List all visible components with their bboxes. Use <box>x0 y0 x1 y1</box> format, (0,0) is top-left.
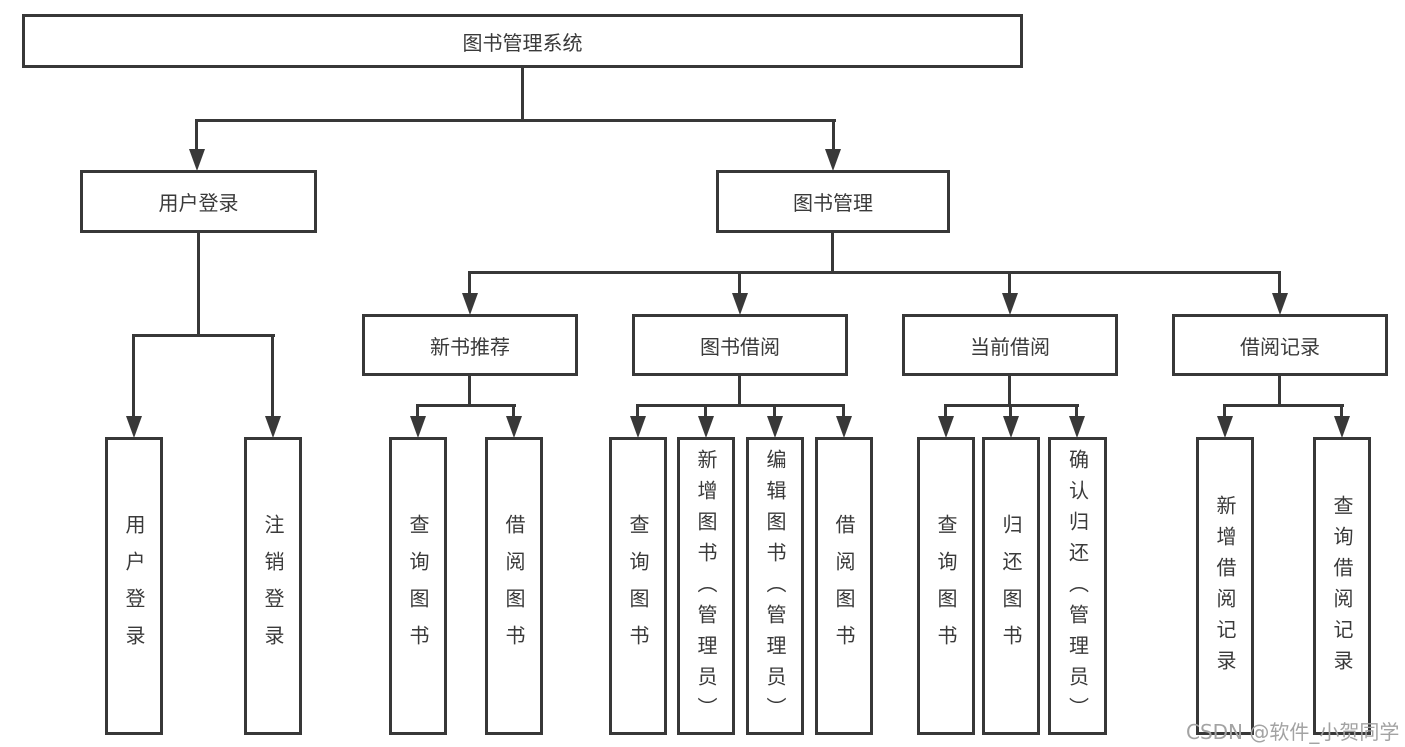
connector-to-leaf-query-book-3 <box>944 404 947 418</box>
arrowhead-leaf-query-book-1 <box>410 416 426 438</box>
leaf-borrow-book-2: 借阅图书 <box>815 437 873 735</box>
connector-to-user-login <box>195 119 198 151</box>
connector-book-borrow-split <box>636 404 845 407</box>
connector-book-borrow-trunk <box>738 374 741 407</box>
arrowhead-leaf-user-login <box>126 416 142 438</box>
leaf-query-book-1: 查询图书 <box>389 437 447 735</box>
arrowhead-new-book-rec <box>462 293 478 315</box>
connector-to-leaf-return-book <box>1009 404 1012 418</box>
connector-current-borrow-trunk <box>1008 374 1011 407</box>
csdn-watermark: CSDN @软件_小贺同学 <box>1186 720 1400 744</box>
leaf-confirm-return-admin: 确认归还（管理员） <box>1048 437 1107 735</box>
connector-new-book-rec-trunk <box>468 374 471 407</box>
leaf-add-book-admin: 新增图书（管理员） <box>677 437 735 735</box>
connector-borrow-record-trunk <box>1278 374 1281 407</box>
node-new-book-recommend: 新书推荐 <box>362 314 578 376</box>
arrowhead-leaf-borrow-book-2 <box>836 416 852 438</box>
leaf-return-book: 归还图书 <box>982 437 1040 735</box>
leaf-add-borrow-record: 新增借阅记录 <box>1196 437 1254 735</box>
leaf-query-borrow-record: 查询借阅记录 <box>1313 437 1371 735</box>
leaf-query-book-2: 查询图书 <box>609 437 667 735</box>
leaf-logout: 注销登录 <box>244 437 302 735</box>
arrowhead-leaf-query-book-2 <box>630 416 646 438</box>
node-book-borrowing: 图书借阅 <box>632 314 848 376</box>
node-library-management-system: 图书管理系统 <box>22 14 1023 68</box>
connector-to-leaf-logout <box>271 334 274 418</box>
connector-to-borrow-record <box>1278 271 1281 295</box>
connector-to-leaf-user-login <box>132 334 135 418</box>
connector-to-book-management <box>832 119 835 151</box>
connector-to-leaf-query-book-1 <box>416 404 419 418</box>
leaf-edit-book-admin: 编辑图书（管理员） <box>746 437 804 735</box>
node-borrowing-records: 借阅记录 <box>1172 314 1388 376</box>
arrowhead-current-borrow <box>1002 293 1018 315</box>
arrowhead-leaf-logout <box>265 416 281 438</box>
connector-root-split <box>196 119 836 122</box>
connector-borrow-record-split <box>1223 404 1344 407</box>
connector-to-leaf-query-book-2 <box>636 404 639 418</box>
arrowhead-leaf-borrow-book-1 <box>506 416 522 438</box>
connector-to-leaf-query-record <box>1340 404 1343 418</box>
connector-book-management-split <box>468 271 1281 274</box>
arrowhead-book-borrow <box>732 293 748 315</box>
connector-to-leaf-add-book <box>704 404 707 418</box>
leaf-user-login: 用户登录 <box>105 437 163 735</box>
connector-root-trunk <box>521 66 524 122</box>
connector-to-book-borrow <box>738 271 741 295</box>
connector-to-current-borrow <box>1008 271 1011 295</box>
arrowhead-user-login <box>189 149 205 171</box>
connector-to-leaf-borrow-book-2 <box>842 404 845 418</box>
connector-to-leaf-edit-book <box>773 404 776 418</box>
node-current-borrowing: 当前借阅 <box>902 314 1118 376</box>
arrowhead-leaf-add-record <box>1217 416 1233 438</box>
node-book-management: 图书管理 <box>716 170 950 233</box>
connector-user-login-split <box>132 334 275 337</box>
arrowhead-leaf-edit-book <box>767 416 783 438</box>
connector-book-management-trunk <box>831 231 834 274</box>
node-user-login: 用户登录 <box>80 170 317 233</box>
arrowhead-leaf-query-book-3 <box>938 416 954 438</box>
arrowhead-leaf-confirm-return <box>1069 416 1085 438</box>
connector-to-leaf-confirm-return <box>1075 404 1078 418</box>
connector-to-new-book-rec <box>468 271 471 295</box>
arrowhead-leaf-add-book <box>698 416 714 438</box>
leaf-query-book-3: 查询图书 <box>917 437 975 735</box>
arrowhead-leaf-return-book <box>1003 416 1019 438</box>
connector-to-leaf-add-record <box>1223 404 1226 418</box>
arrowhead-borrow-record <box>1272 293 1288 315</box>
arrowhead-leaf-query-record <box>1334 416 1350 438</box>
connector-user-login-trunk <box>197 231 200 336</box>
connector-new-book-rec-split <box>416 404 516 407</box>
leaf-borrow-book-1: 借阅图书 <box>485 437 543 735</box>
arrowhead-book-management <box>825 149 841 171</box>
connector-to-leaf-borrow-book-1 <box>512 404 515 418</box>
